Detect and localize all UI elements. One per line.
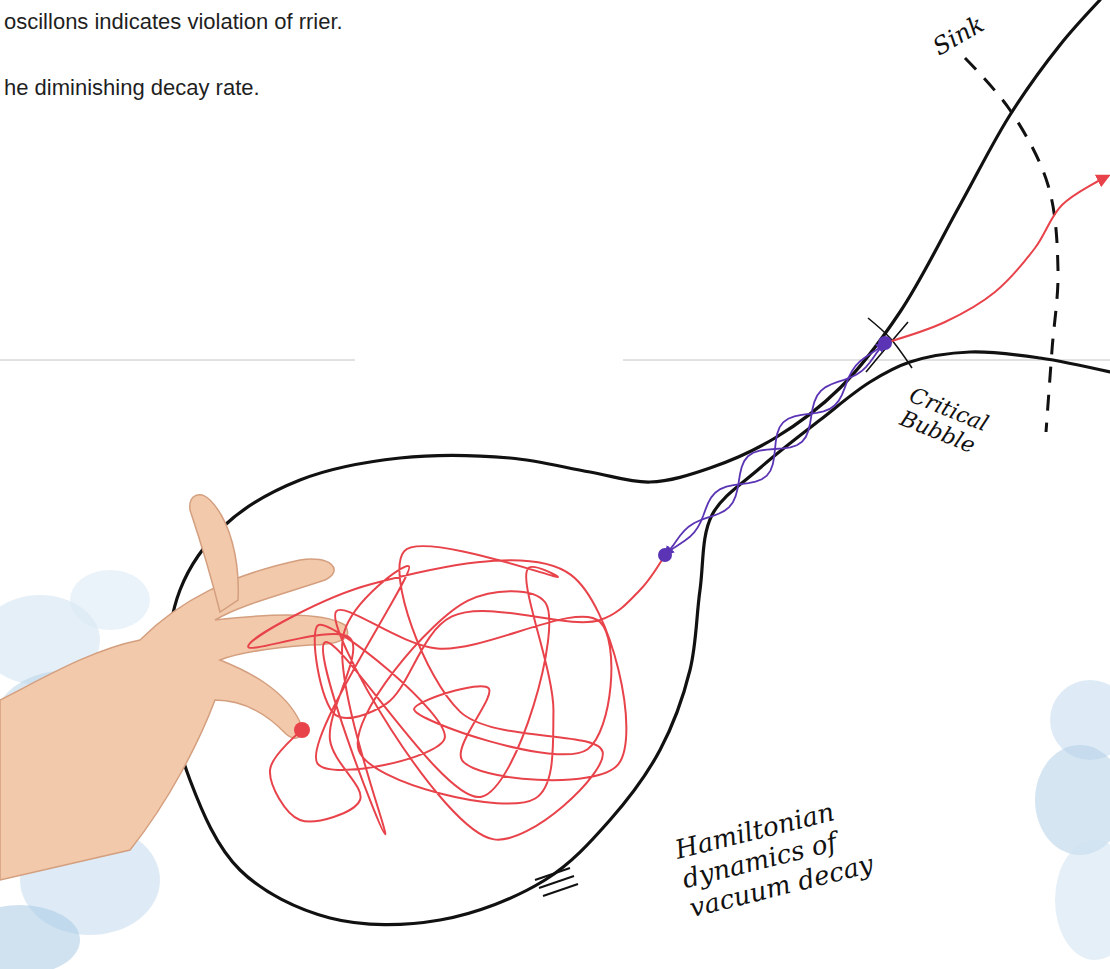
background-bubble (0, 905, 80, 969)
bullet-text: oscillons indicates violation of rrier. (4, 8, 384, 36)
sink-boundary (965, 58, 1058, 432)
background-bubble (70, 570, 150, 630)
oscillation-path (665, 343, 885, 555)
handwritten-note: Critical Bubble (896, 382, 1012, 468)
state-dot (658, 548, 672, 562)
hatch-mark (543, 884, 578, 896)
bullet-text: he diminishing decay rate. (4, 74, 404, 102)
critical-mark (866, 322, 908, 372)
hand-picture (0, 559, 348, 880)
background-bubble (1035, 745, 1110, 855)
background-bubble (1055, 840, 1110, 960)
hand-picture (190, 495, 238, 612)
separator-line (0, 360, 355, 361)
potential-outline (168, 0, 1110, 925)
state-dot (294, 722, 310, 738)
state-dot (878, 336, 892, 350)
handwritten-note: Hamiltonian dynamics of vacuum decay (672, 786, 897, 924)
escape-path (885, 176, 1108, 343)
oscillation-path (665, 343, 885, 555)
handwritten-note: Sink (928, 0, 1011, 62)
random-walk (248, 546, 665, 840)
